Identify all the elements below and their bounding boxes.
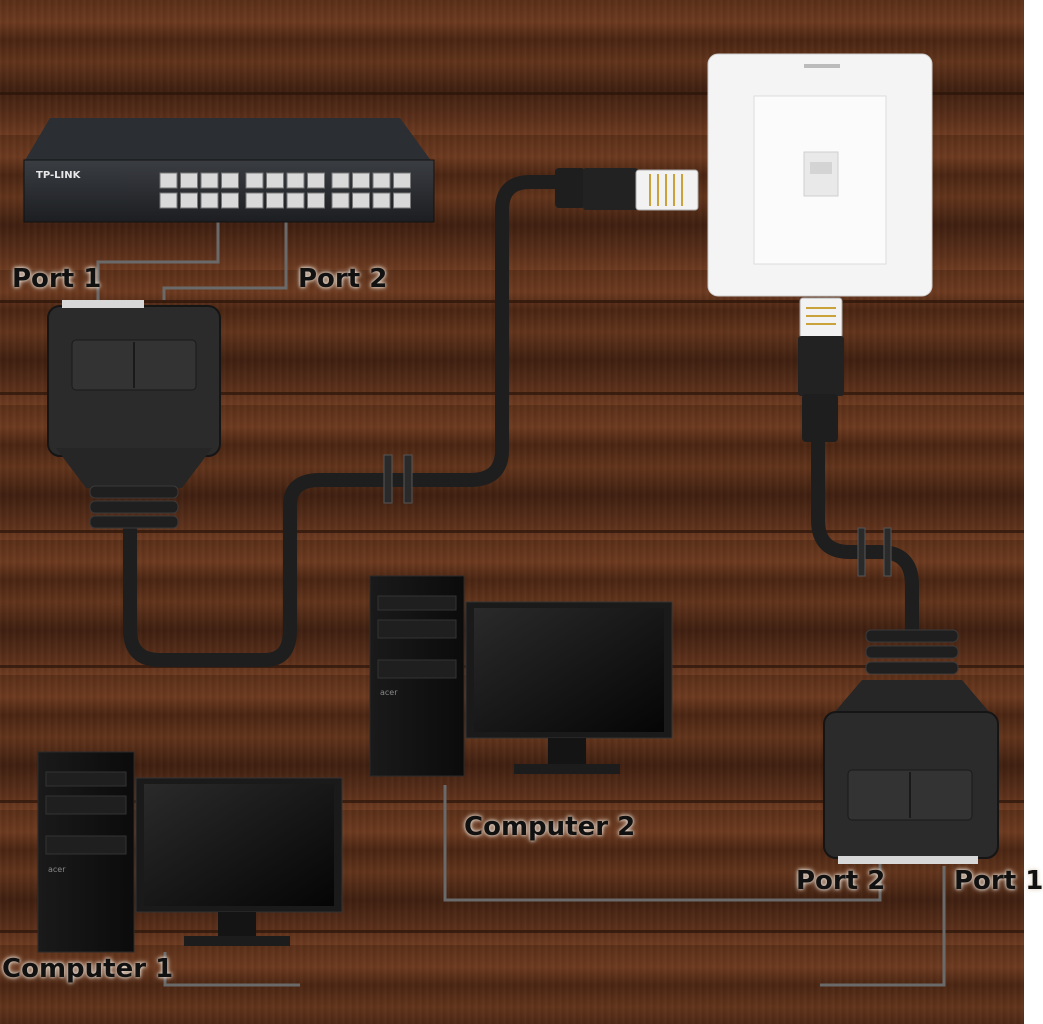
switch-port xyxy=(245,172,264,189)
switch-port xyxy=(180,172,198,189)
ethernet-splitter-icon xyxy=(47,300,221,529)
plank-seam xyxy=(0,300,1024,303)
rj45-plug-icon xyxy=(798,297,844,442)
cable-clip xyxy=(403,454,413,504)
switch-port xyxy=(331,172,350,189)
desktop-computer-icon: acer xyxy=(369,575,673,777)
switch-port xyxy=(286,192,305,209)
switch-port xyxy=(200,192,219,209)
wire-computer1 xyxy=(163,952,300,987)
switch-port xyxy=(307,172,325,189)
switch-port xyxy=(331,192,350,209)
label-left-port2: Port 2 xyxy=(298,264,388,294)
label-right-port2: Port 2 xyxy=(796,866,886,896)
switch-port xyxy=(221,172,239,189)
cable-clip xyxy=(857,527,866,577)
wire-switch-port2 xyxy=(162,222,288,300)
cable-splitter-to-wall xyxy=(123,175,567,667)
label-computer1: Computer 1 xyxy=(2,954,174,984)
label-computer2: Computer 2 xyxy=(464,812,636,842)
switch-ports xyxy=(159,172,411,209)
plank-seam xyxy=(0,392,1024,395)
cable-clips xyxy=(383,454,892,577)
switch-port xyxy=(352,172,370,189)
cable-clip xyxy=(383,454,393,504)
ethernet-wall-jack-icon xyxy=(707,53,933,297)
switch-port xyxy=(286,172,305,189)
switch-brand: TP-LINK xyxy=(36,170,82,181)
wire-port1-out xyxy=(820,866,946,987)
tower-brand: acer xyxy=(48,865,66,874)
switch-port xyxy=(180,192,198,209)
plank-seam xyxy=(0,930,1024,933)
switch-port xyxy=(393,192,411,209)
plank-seam xyxy=(0,92,1024,95)
rj45-plug-icon xyxy=(555,168,699,211)
switch-port xyxy=(245,192,264,209)
switch-port xyxy=(307,192,325,209)
label-right-port1: Port 1 xyxy=(954,866,1043,896)
switch-port xyxy=(221,192,239,209)
switch-port xyxy=(266,192,284,209)
switch-port xyxy=(159,172,178,189)
ethernet-splitter-icon xyxy=(823,629,999,864)
switch-port xyxy=(393,172,411,189)
network-switch-icon: TP-LINK xyxy=(23,118,435,223)
cable-clip xyxy=(883,527,892,577)
wire-computer2-port2 xyxy=(443,785,882,902)
switch-port xyxy=(266,172,284,189)
wire-switch-port1 xyxy=(96,222,220,300)
switch-port xyxy=(372,172,391,189)
switch-port xyxy=(200,172,219,189)
desktop-computer-icon: acer xyxy=(37,751,343,953)
label-left-port1: Port 1 xyxy=(12,264,102,294)
plank-seam xyxy=(0,530,1024,533)
switch-port xyxy=(372,192,391,209)
thin-wires xyxy=(96,222,946,987)
switch-port xyxy=(159,192,178,209)
plank-seam xyxy=(0,800,1024,803)
tower-brand: acer xyxy=(380,688,398,697)
switch-port xyxy=(352,192,370,209)
